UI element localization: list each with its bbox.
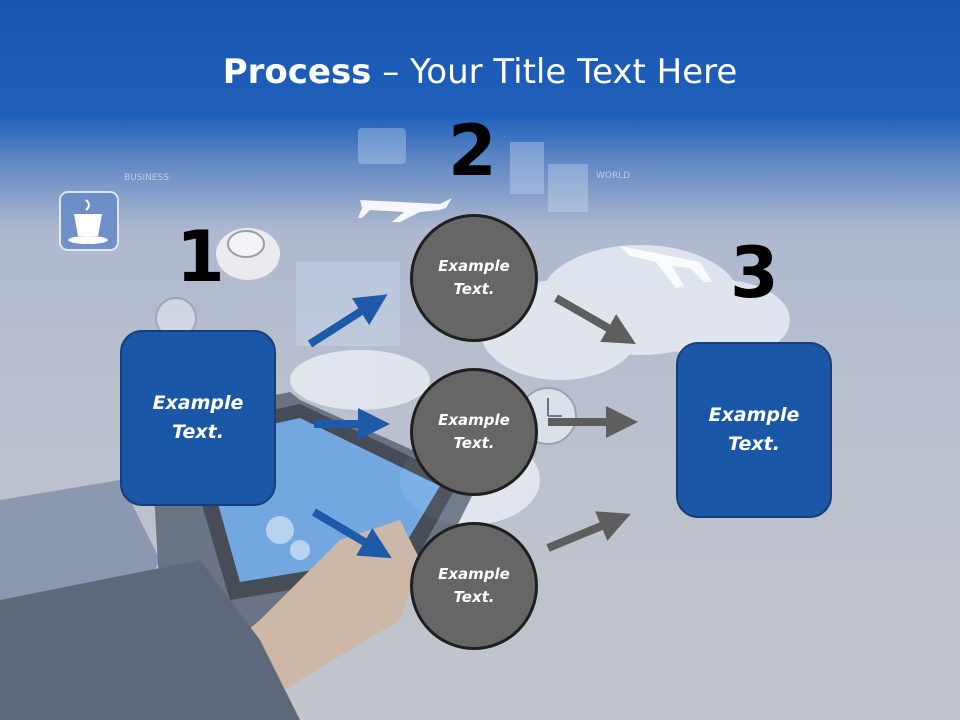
step-number-3: 3: [730, 232, 779, 314]
arrow-to-bottom-circle: [311, 508, 392, 559]
process-circle-bottom: Example Text.: [410, 522, 538, 650]
step-number-1: 1: [176, 216, 225, 298]
right-process-box: Example Text.: [676, 342, 832, 518]
bg-label-world: WORLD: [596, 171, 630, 181]
circle-bottom-text: Example Text.: [438, 565, 510, 606]
left-process-box: Example Text.: [120, 330, 276, 506]
process-circle-middle: Example Text.: [410, 368, 538, 496]
circle-middle-text: Example Text.: [438, 411, 510, 452]
process-circle-top: Example Text.: [410, 214, 538, 342]
slide-title: Process – Your Title Text Here: [0, 52, 960, 92]
gear-icon: [266, 516, 310, 560]
arrow-from-top-circle: [554, 294, 636, 344]
circle-top-text: Example Text.: [438, 257, 510, 298]
right-box-text: Example Text.: [708, 404, 800, 455]
bg-label-business: BUSINESS: [124, 173, 169, 183]
arrow-to-top-circle: [307, 294, 388, 348]
step-number-2: 2: [448, 110, 497, 192]
airplane-icon: [358, 198, 452, 222]
coffee-cup-icon: [59, 191, 119, 251]
title-bold: Process: [222, 52, 372, 92]
arrow-from-bottom-circle: [546, 511, 631, 552]
left-box-text: Example Text.: [152, 392, 244, 443]
airplane-icon: [620, 246, 712, 288]
title-rest: – Your Title Text Here: [371, 52, 738, 92]
